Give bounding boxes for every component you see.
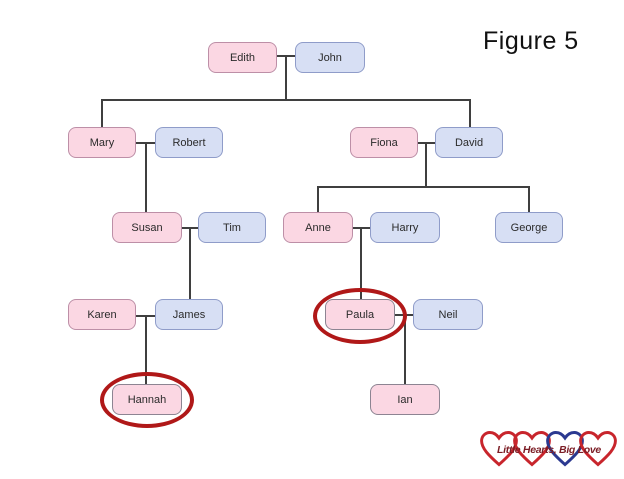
connector-line xyxy=(317,186,530,188)
heart-icon xyxy=(579,431,617,467)
heart-icon xyxy=(513,431,551,467)
tree-node-david: David xyxy=(435,127,503,158)
connector-line xyxy=(469,100,471,128)
figure-title: Figure 5 xyxy=(483,27,579,55)
connector-line xyxy=(528,187,530,213)
tree-node-robert: Robert xyxy=(155,127,223,158)
tree-node-george: George xyxy=(495,212,563,243)
tree-node-harry: Harry xyxy=(370,212,440,243)
heart-icon xyxy=(546,431,584,467)
watermark: Little Hearts, Big Love xyxy=(476,427,622,475)
connector-line xyxy=(425,143,427,188)
tree-node-susan: Susan xyxy=(112,212,182,243)
tree-node-tim: Tim xyxy=(198,212,266,243)
tree-node-mary: Mary xyxy=(68,127,136,158)
tree-node-karen: Karen xyxy=(68,299,136,330)
tree-node-edith: Edith xyxy=(208,42,277,73)
connector-line xyxy=(145,316,147,385)
connector-line xyxy=(404,315,406,385)
connector-line xyxy=(145,143,147,213)
highlight-circle-hannah xyxy=(100,372,194,428)
watermark-text: Little Hearts, Big Love xyxy=(497,444,601,456)
connector-line xyxy=(101,99,471,101)
tree-node-john: John xyxy=(295,42,365,73)
tree-node-anne: Anne xyxy=(283,212,353,243)
tree-node-james: James xyxy=(155,299,223,330)
connector-line xyxy=(317,187,319,213)
highlight-circle-paula xyxy=(313,288,407,344)
tree-node-fiona: Fiona xyxy=(350,127,418,158)
connector-line xyxy=(285,56,287,101)
tree-node-ian: Ian xyxy=(370,384,440,415)
tree-node-neil: Neil xyxy=(413,299,483,330)
hearts-logo-icon xyxy=(476,427,617,471)
heart-icon xyxy=(480,431,518,467)
connector-line xyxy=(360,228,362,300)
connector-line xyxy=(189,228,191,300)
connector-line xyxy=(101,100,103,128)
